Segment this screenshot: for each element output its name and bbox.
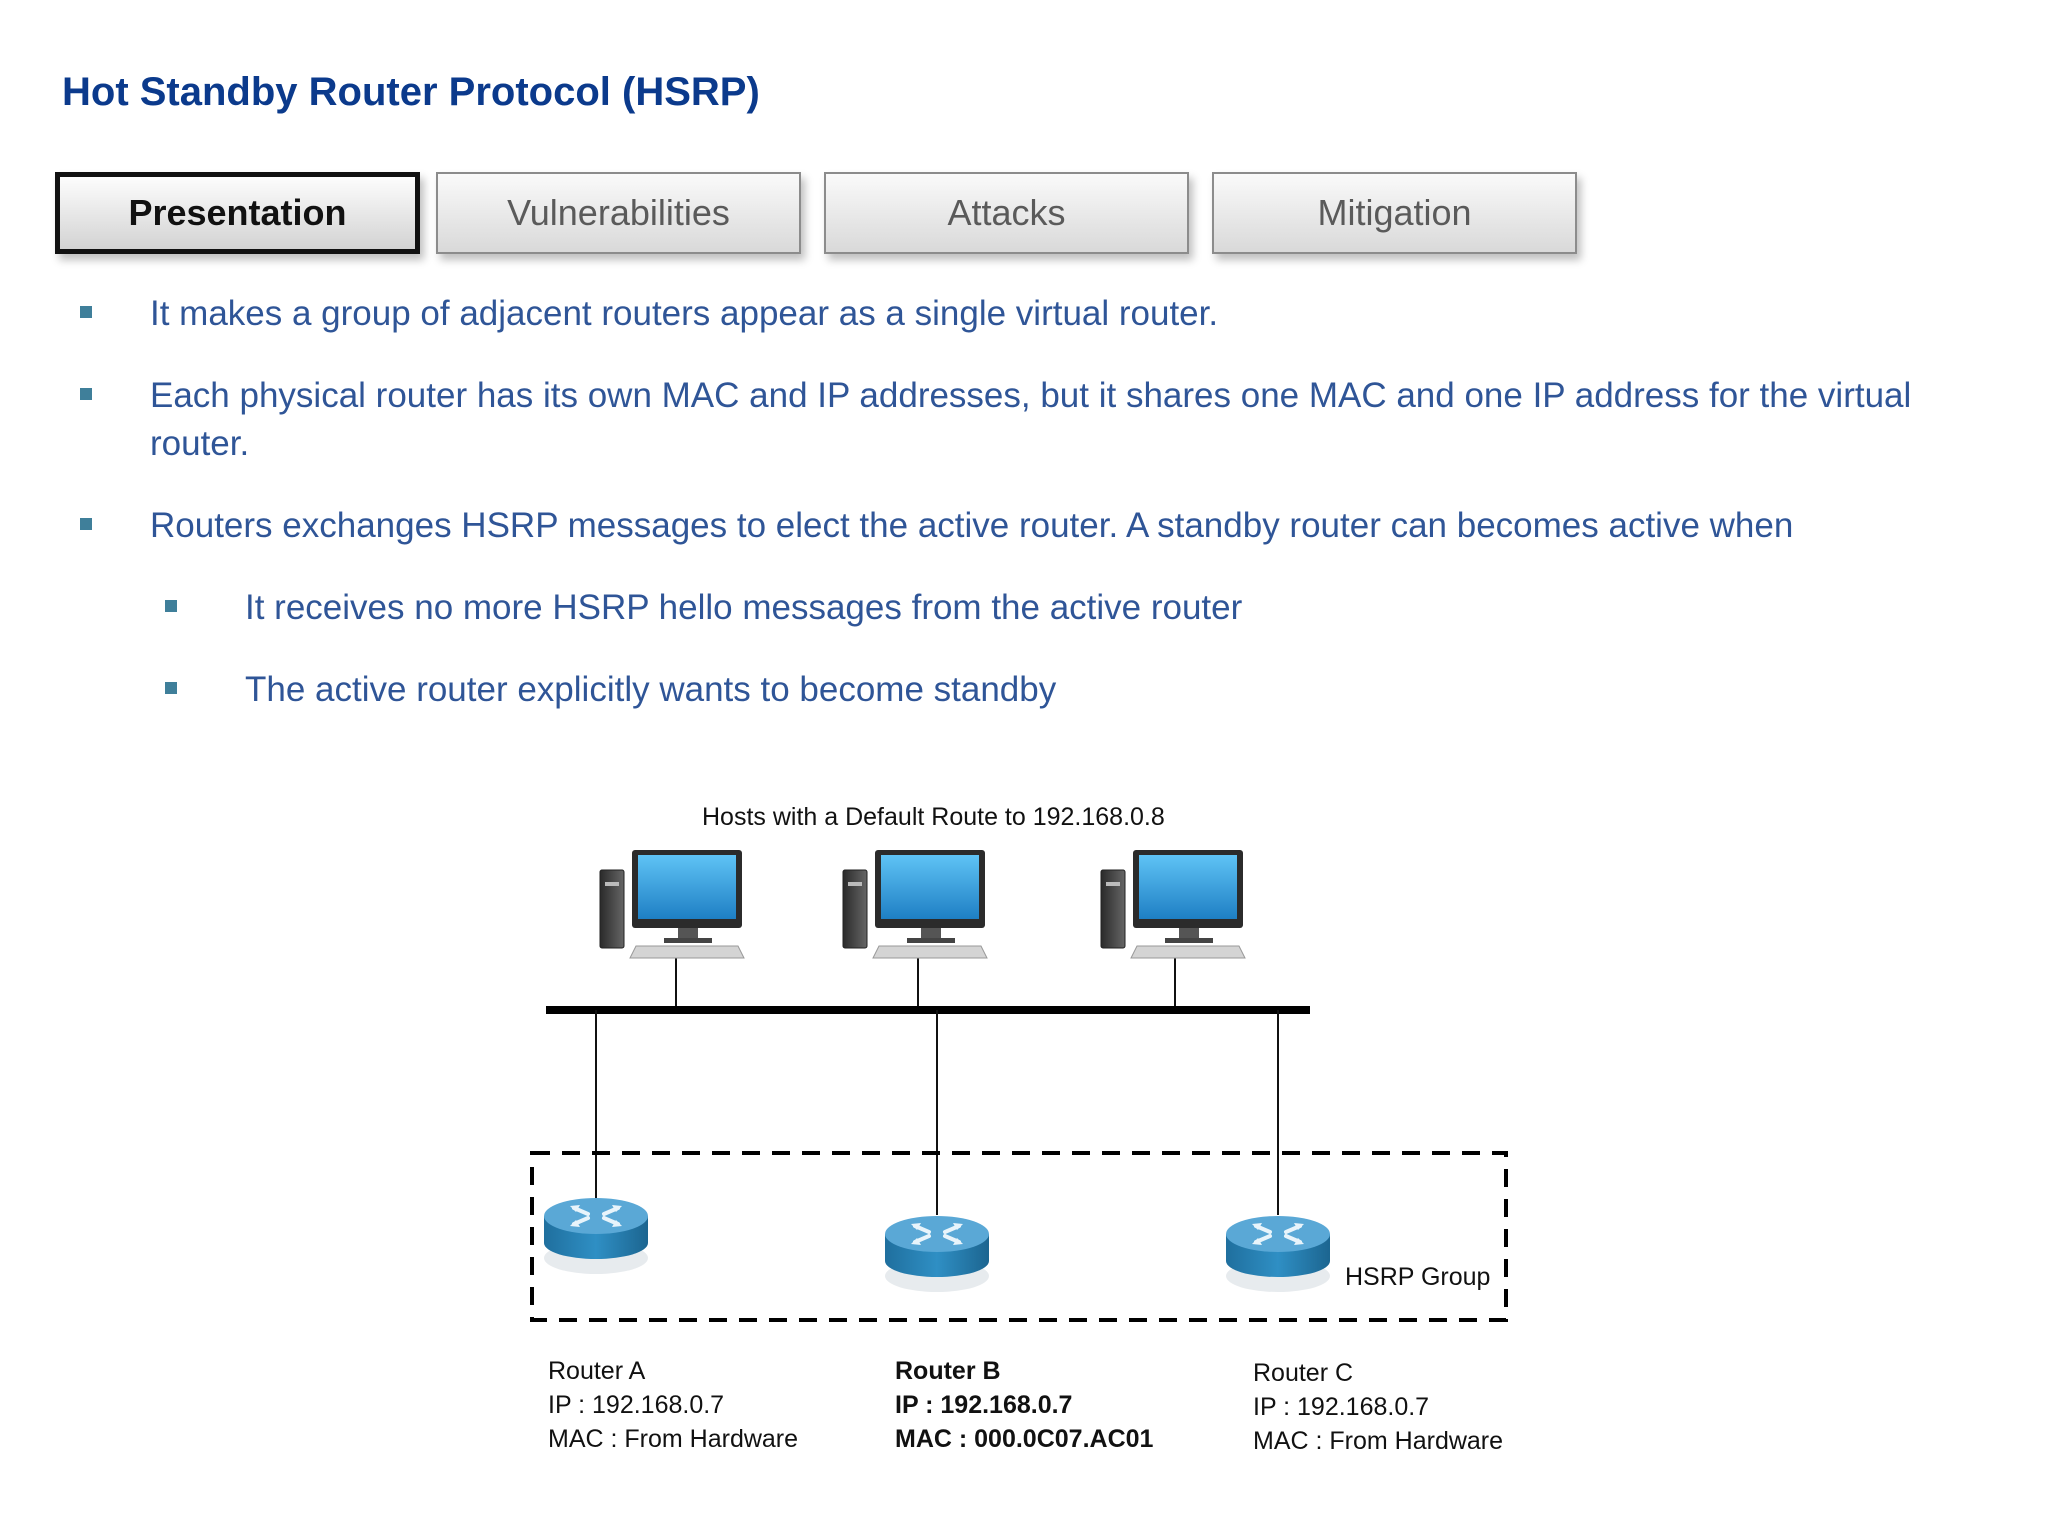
router-b-info: Router B IP : 192.168.0.7 MAC : 000.0C07… <box>895 1354 1153 1456</box>
bullet-list: It makes a group of adjacent routers app… <box>80 290 1980 748</box>
tab-label: Attacks <box>947 192 1066 233</box>
router-ip: IP : 192.168.0.7 <box>1253 1393 1430 1421</box>
page-title: Hot Standby Router Protocol (HSRP) <box>62 70 760 114</box>
sub-list-item: The active router explicitly wants to be… <box>165 666 1980 714</box>
tab-mitigation[interactable]: Mitigation <box>1212 172 1577 254</box>
router-ip: IP : 192.168.0.7 <box>548 1391 725 1419</box>
square-bullet-icon <box>80 306 92 318</box>
router-mac: MAC : 000.0C07.AC01 <box>895 1425 1154 1453</box>
tab-vulnerabilities[interactable]: Vulnerabilities <box>436 172 801 254</box>
desktop-computer-icon <box>599 849 745 959</box>
square-bullet-icon <box>80 388 92 400</box>
router-name: Router A <box>548 1357 646 1385</box>
router-mac: MAC : From Hardware <box>548 1425 799 1453</box>
tab-attacks[interactable]: Attacks <box>824 172 1189 254</box>
router-icon <box>1224 1214 1332 1294</box>
router-ip: IP : 192.168.0.7 <box>895 1391 1073 1419</box>
list-item: Routers exchanges HSRP messages to elect… <box>80 502 1980 550</box>
list-item: It makes a group of adjacent routers app… <box>80 290 1980 338</box>
square-bullet-icon <box>80 518 92 530</box>
hsrp-group-label: HSRP Group <box>1345 1263 1491 1291</box>
bullet-text: It makes a group of adjacent routers app… <box>150 294 1219 333</box>
desktop-computer-icon <box>842 849 988 959</box>
bullet-text: Each physical router has its own MAC and… <box>150 376 1912 463</box>
sub-list-item: It receives no more HSRP hello messages … <box>165 584 1980 632</box>
square-bullet-icon <box>165 600 177 612</box>
router-name: Router C <box>1253 1359 1354 1387</box>
list-item: Each physical router has its own MAC and… <box>80 372 1980 468</box>
router-icon <box>883 1214 991 1294</box>
tab-label: Vulnerabilities <box>507 192 730 233</box>
bullet-text: Routers exchanges HSRP messages to elect… <box>150 506 1794 545</box>
tab-label: Mitigation <box>1317 192 1472 233</box>
bullet-text: It receives no more HSRP hello messages … <box>245 588 1243 627</box>
router-a-info: Router A IP : 192.168.0.7 MAC : From Har… <box>548 1354 798 1456</box>
bullet-text: The active router explicitly wants to be… <box>245 670 1057 709</box>
hsrp-group-box <box>530 1151 1508 1322</box>
hosts-label: Hosts with a Default Route to 192.168.0.… <box>702 803 1165 831</box>
tab-presentation[interactable]: Presentation <box>55 172 420 254</box>
router-mac: MAC : From Hardware <box>1253 1427 1504 1455</box>
desktop-computer-icon <box>1100 849 1246 959</box>
tab-label: Presentation <box>128 192 347 233</box>
router-icon <box>542 1196 650 1276</box>
router-c-info: Router C IP : 192.168.0.7 MAC : From Har… <box>1253 1356 1503 1458</box>
square-bullet-icon <box>165 682 177 694</box>
router-name: Router B <box>895 1357 1001 1385</box>
